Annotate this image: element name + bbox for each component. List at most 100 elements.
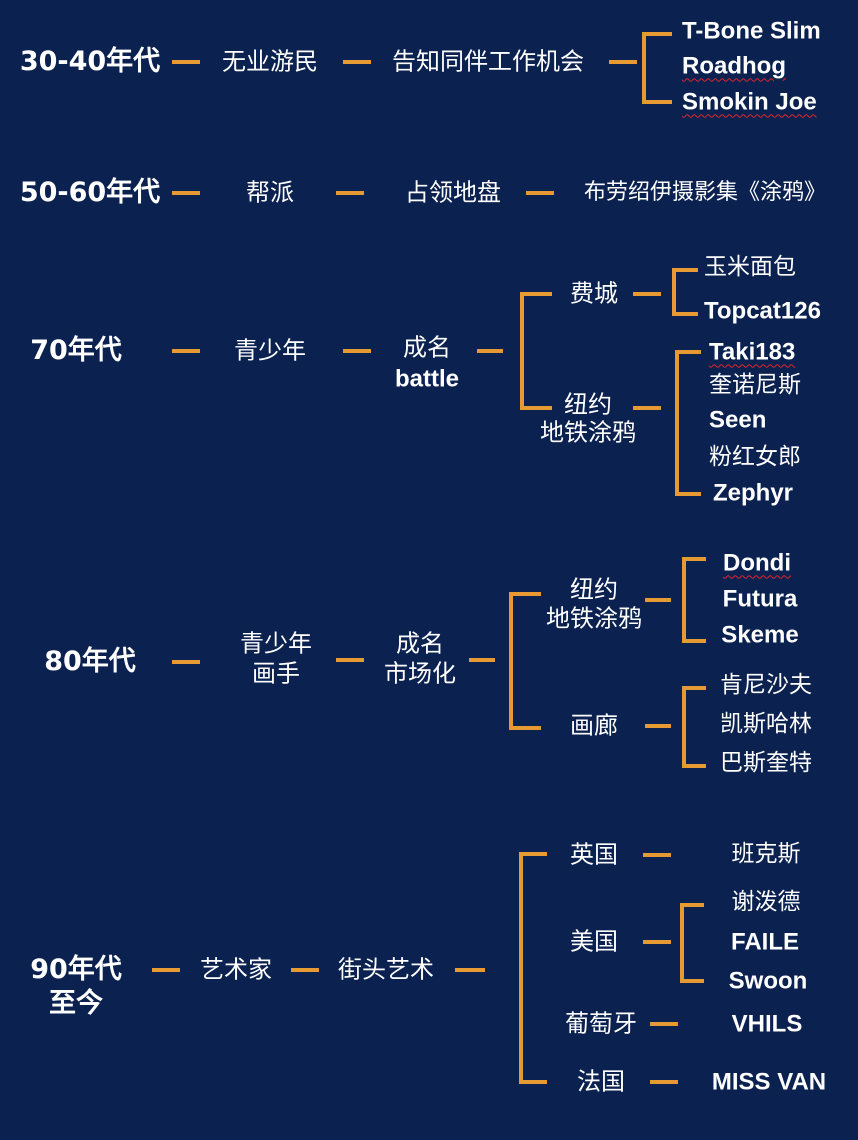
bracket-tick	[519, 1080, 547, 1084]
bracket-tick	[682, 686, 706, 690]
connector	[291, 968, 319, 972]
connector	[633, 292, 661, 296]
artist-name: MISS VAN	[711, 1068, 827, 1096]
artist-name: 玉米面包	[704, 254, 796, 281]
role-label: 青少年	[234, 336, 306, 365]
connector	[643, 853, 671, 857]
connector	[609, 60, 637, 64]
bracket-tick	[680, 979, 704, 983]
activity-label: battle	[394, 365, 460, 393]
artist-name: 谢泼德	[731, 889, 801, 916]
artist-name: 凯斯哈林	[720, 711, 812, 738]
bracket-tick	[509, 726, 541, 730]
connector	[172, 60, 200, 64]
connector	[633, 406, 661, 410]
artist-name: 班克斯	[731, 841, 801, 868]
artist-name: Zephyr	[713, 479, 794, 507]
branch-label: 纽约	[570, 575, 618, 604]
bracket-tick	[520, 292, 552, 296]
bracket	[682, 557, 686, 643]
branch-label: 美国	[570, 927, 618, 956]
activity-label: 街头艺术	[338, 955, 434, 984]
role-label: 帮派	[246, 178, 294, 207]
connector	[526, 191, 554, 195]
bracket-tick	[682, 639, 706, 643]
bracket	[675, 350, 679, 496]
bracket	[509, 592, 513, 730]
connector	[172, 660, 200, 664]
artist-name: Seen	[709, 406, 767, 434]
branch-label: 法国	[577, 1067, 625, 1096]
activity-label: 成名	[396, 629, 444, 658]
bracket-tick	[519, 852, 547, 856]
connector	[336, 658, 364, 662]
bracket-tick	[675, 350, 701, 354]
connector	[172, 191, 200, 195]
branch-label: 画廊	[570, 711, 618, 740]
connector	[477, 349, 503, 353]
artist-name: 粉红女郎	[709, 444, 801, 471]
artist-name: T-Bone Slim	[682, 17, 821, 45]
artist-name: VHILS	[731, 1010, 803, 1038]
era-label-1980s: 80年代	[44, 645, 136, 677]
bracket-tick	[672, 312, 698, 316]
era-label-1950s: 50-60年代	[19, 176, 161, 208]
bracket-tick	[509, 592, 541, 596]
activity-label: 市场化	[384, 659, 456, 688]
branch-label: 地铁涂鸦	[540, 418, 636, 447]
activity-label: 占领地盘	[405, 178, 501, 207]
role-label: 艺术家	[200, 955, 272, 984]
artist-name: Futura	[722, 585, 798, 613]
branch-label: 英国	[570, 840, 618, 869]
era-label-1990s: 90年代	[30, 953, 122, 985]
bracket	[672, 268, 676, 316]
connector	[469, 658, 495, 662]
bracket-tick	[682, 764, 706, 768]
artist-name: FAILE	[730, 928, 800, 956]
connector	[455, 968, 485, 972]
connector	[152, 968, 180, 972]
connector	[643, 940, 671, 944]
connector	[343, 60, 371, 64]
connector	[645, 724, 671, 728]
branch-label: 葡萄牙	[565, 1009, 637, 1038]
role-label: 画手	[252, 659, 300, 688]
bracket-tick	[520, 406, 552, 410]
bracket-tick	[672, 268, 698, 272]
bracket	[519, 852, 523, 1084]
bracket	[680, 903, 684, 983]
artist-name: Skeme	[721, 621, 799, 649]
branch-label: 地铁涂鸦	[546, 604, 642, 633]
artist-name: Roadhog	[682, 52, 786, 80]
artist-name: 奎诺尼斯	[709, 372, 801, 399]
artist-name: 巴斯奎特	[720, 750, 812, 777]
era-label-1990s: 至今	[49, 987, 103, 1019]
artist-name: Swoon	[728, 967, 808, 995]
bracket-tick	[675, 492, 701, 496]
artist-name: Dondi	[723, 549, 791, 577]
era-label-1930s: 30-40年代	[19, 45, 161, 77]
artist-name: Smokin Joe	[682, 88, 817, 116]
role-label: 无业游民	[222, 47, 318, 76]
activity-label: 成名	[403, 333, 451, 362]
publication-label: 布劳绍伊摄影集《涂鸦》	[583, 179, 827, 205]
bracket-tick	[682, 557, 706, 561]
role-label: 青少年	[240, 629, 312, 658]
connector	[172, 349, 200, 353]
bracket-tick	[642, 32, 672, 36]
activity-label: 告知同伴工作机会	[392, 47, 584, 76]
artist-name: Topcat126	[704, 297, 821, 325]
bracket-tick	[680, 903, 704, 907]
branch-label: 费城	[570, 279, 618, 308]
bracket	[520, 292, 524, 410]
connector	[343, 349, 371, 353]
connector	[645, 598, 671, 602]
branch-label: 纽约	[564, 390, 612, 419]
artist-name: 肯尼沙夫	[720, 672, 812, 699]
connector	[336, 191, 364, 195]
era-label-1970s: 70年代	[30, 334, 122, 366]
connector	[650, 1022, 678, 1026]
bracket-tick	[642, 100, 672, 104]
artist-name: Taki183	[709, 338, 796, 366]
